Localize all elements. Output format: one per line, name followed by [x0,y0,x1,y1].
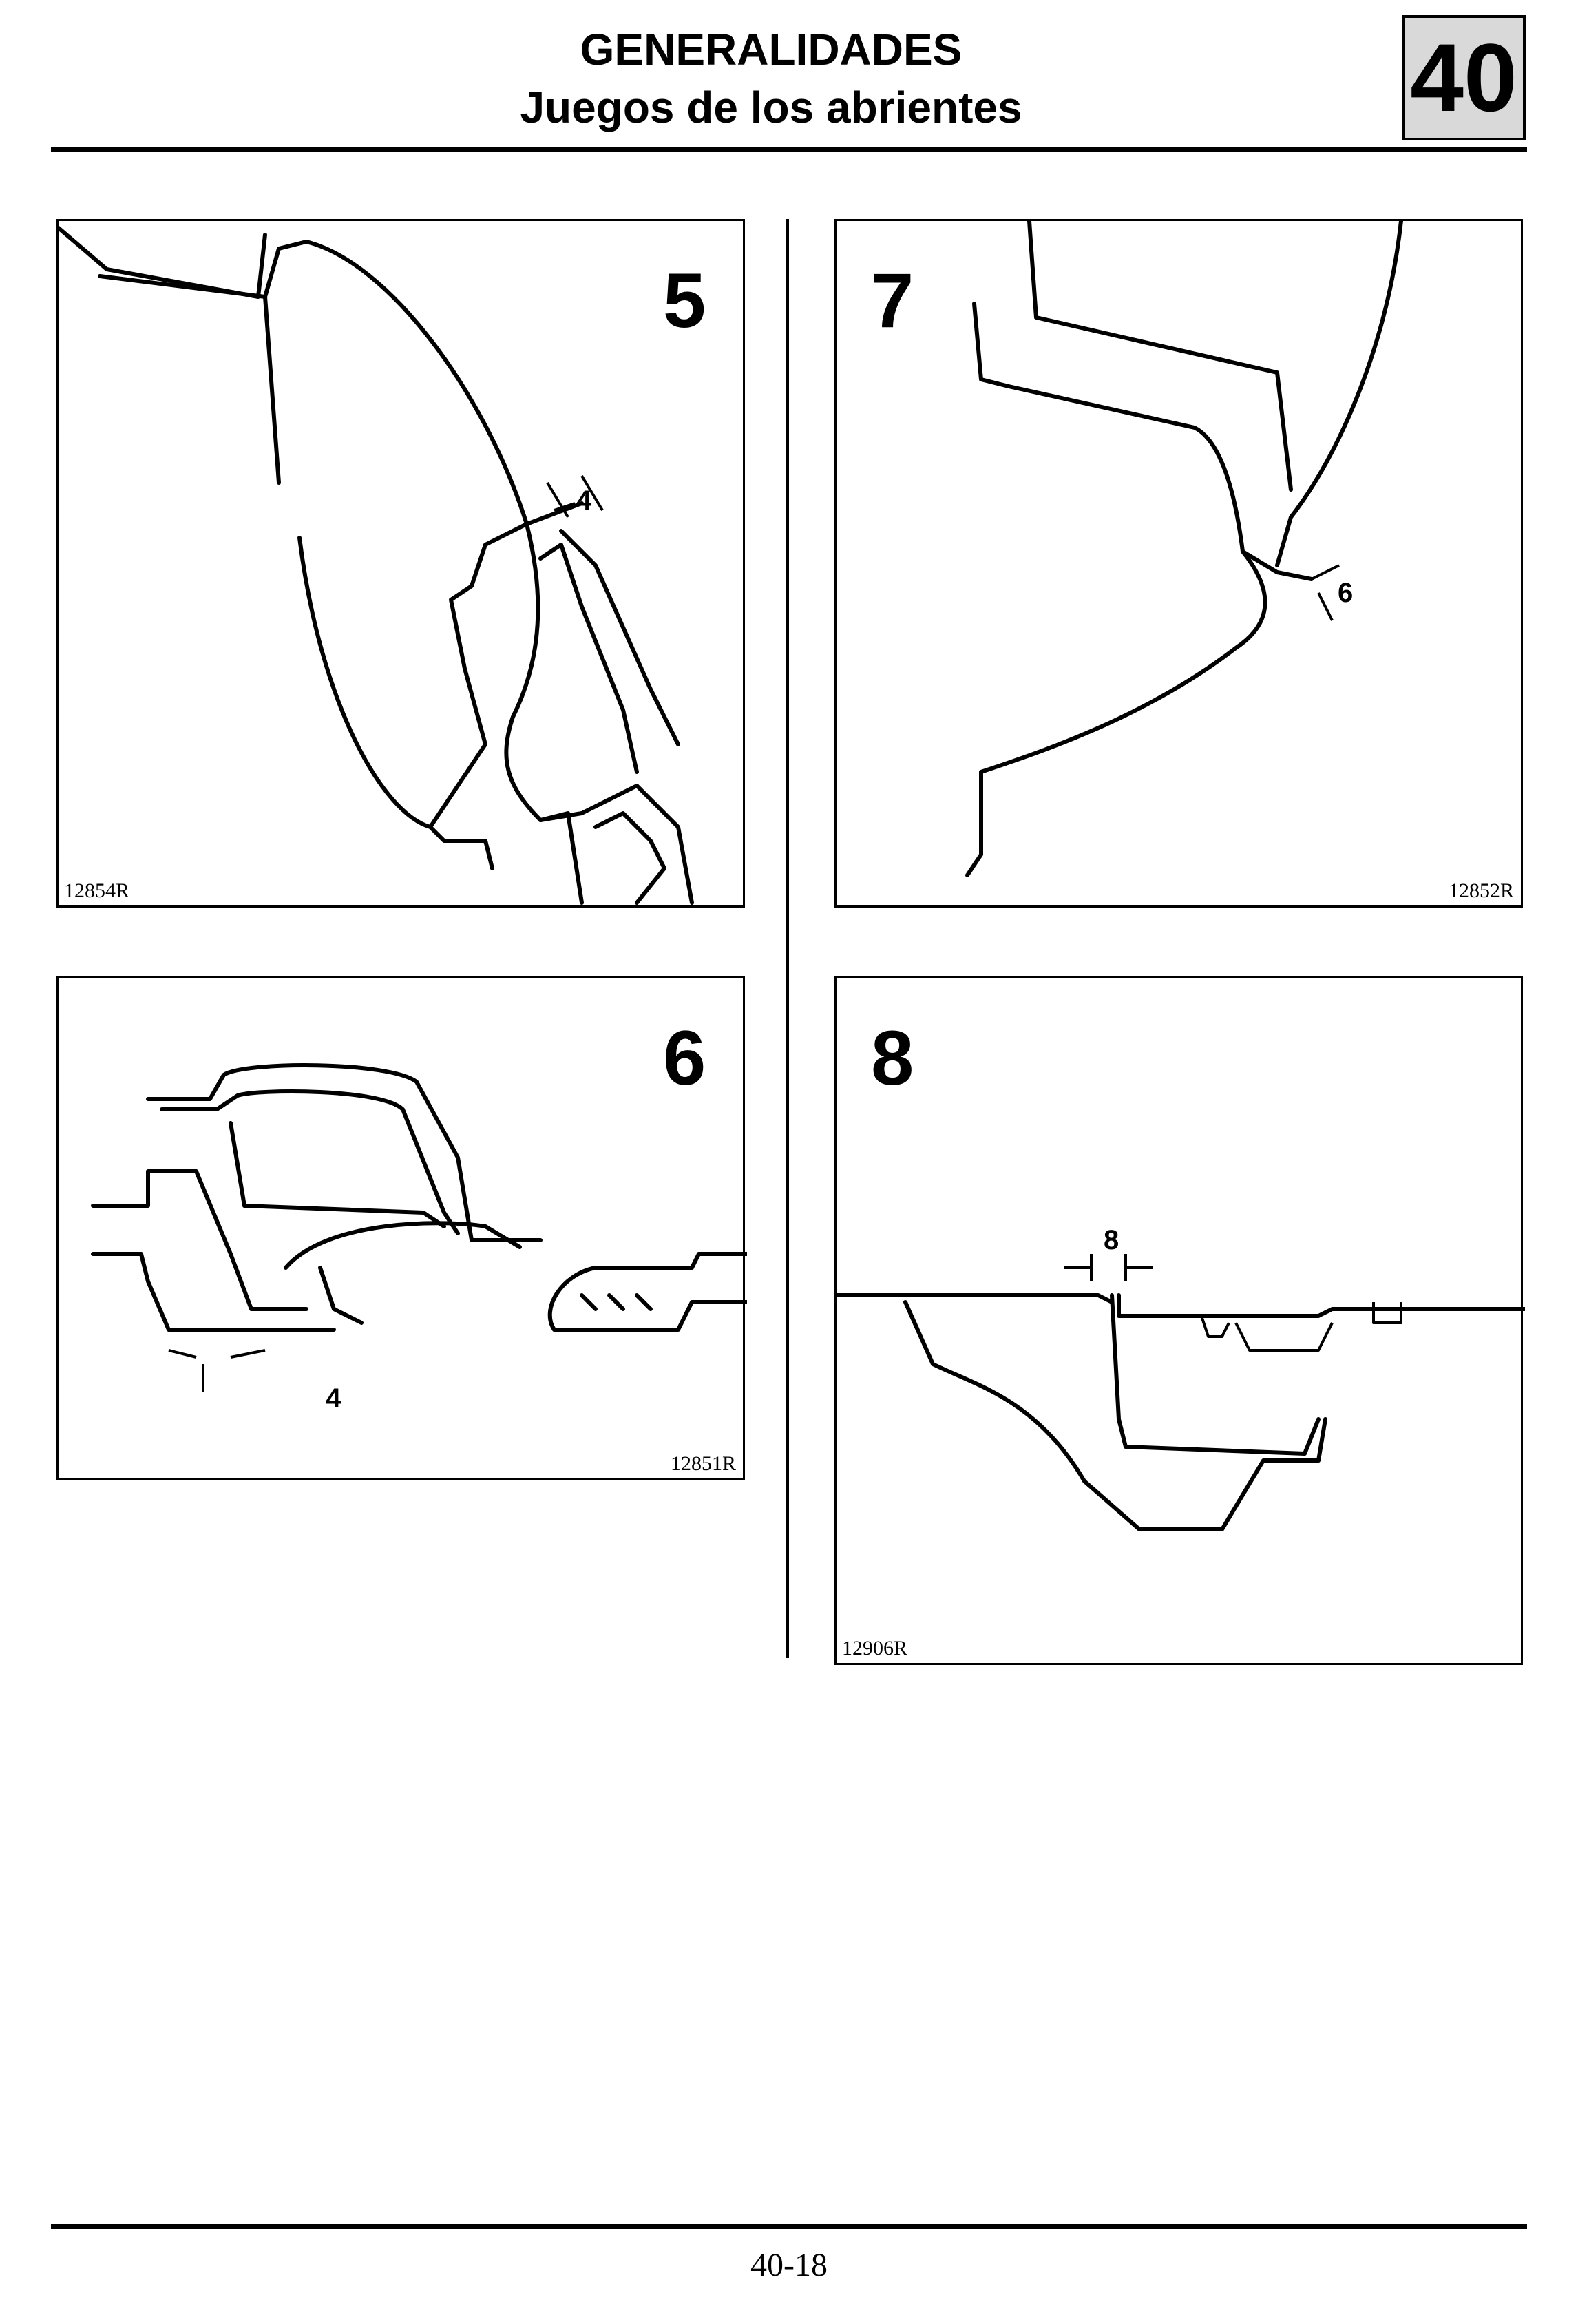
figure-5: 5 4 12854R [56,219,745,908]
figure-6-reference: 12851R [670,1452,736,1475]
figure-7-gap-label: 6 [1338,578,1354,608]
figure-7-drawing [965,221,1403,877]
page-header: GENERALIDADES Juegos de los abrientes [0,21,1542,136]
figure-7-reference: 12852R [1448,879,1514,902]
figure-8-gap-label: 8 [1104,1225,1119,1255]
figure-8-number: 8 [871,1015,914,1101]
figure-6-drawing [91,1063,747,1392]
figure-8-reference: 12906R [842,1637,908,1660]
header-rule [51,147,1527,152]
figure-5-number: 5 [663,258,706,344]
figure-6-number: 6 [663,1015,706,1101]
chapter-number-badge: 40 [1402,15,1526,140]
figure-6-gap-label: 4 [326,1383,341,1414]
figure-8: 8 8 12906R [834,976,1525,1665]
footer-rule [51,2224,1527,2229]
page-number: 40-18 [750,2247,828,2283]
column-divider [786,219,789,1658]
section-title: GENERALIDADES [580,25,962,74]
figure-5-drawing [59,226,694,905]
section-subtitle: Juegos de los abrientes [520,83,1022,132]
figure-5-reference: 12854R [64,879,130,902]
figure-6: 6 4 12851R [56,976,747,1480]
figure-7: 7 6 12852R [834,219,1523,908]
figure-7-number: 7 [871,258,914,344]
figure-8-drawing [837,1254,1525,1531]
figure-5-gap-label: 4 [576,485,592,516]
